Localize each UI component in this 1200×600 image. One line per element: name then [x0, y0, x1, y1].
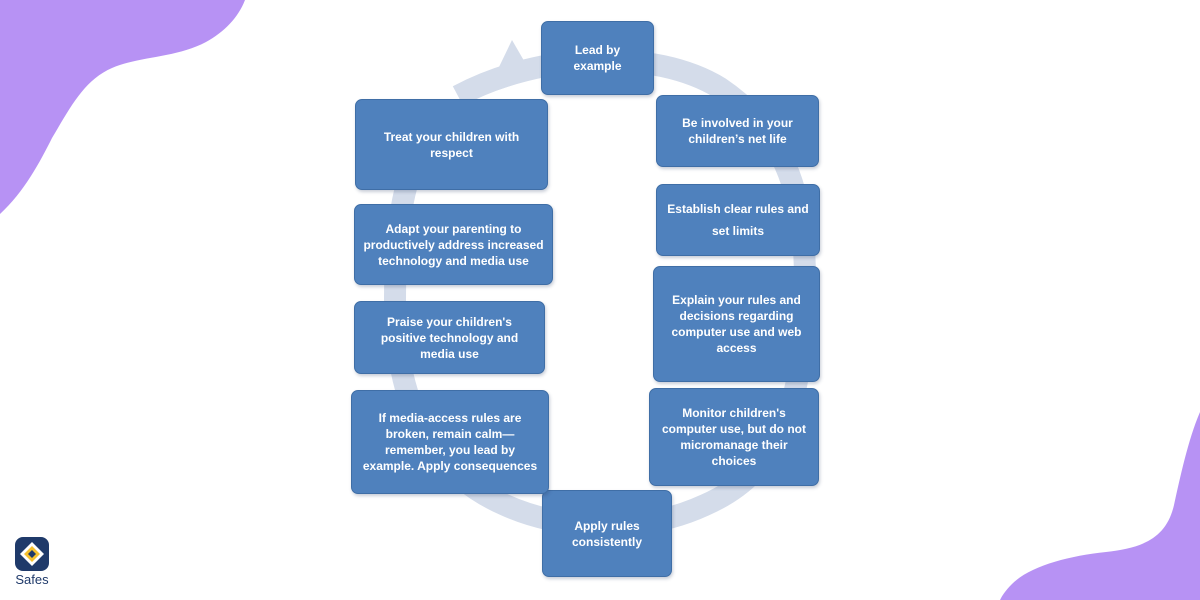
step-praise-children: Praise your children's positive technolo… — [354, 301, 545, 374]
step-establish-rules: Establish clear rules and set limits — [656, 184, 820, 256]
bottom-right-blob — [1000, 412, 1200, 600]
step-label: Monitor children's computer use, but do … — [662, 406, 806, 468]
brand-name: Safes — [15, 572, 49, 587]
step-explain-rules: Explain your rules and decisions regardi… — [653, 266, 820, 382]
top-left-blob — [0, 0, 245, 214]
step-label: Treat your children with respect — [383, 129, 520, 160]
safes-logo: Safes — [13, 537, 51, 587]
step-label: Adapt your parenting to productively add… — [363, 221, 544, 268]
step-label: Explain your rules and decisions regardi… — [671, 293, 802, 355]
step-label: Praise your children's positive technolo… — [380, 314, 519, 361]
step-monitor-use: Monitor children's computer use, but do … — [649, 388, 819, 486]
step-label: Establish clear rules and set limits — [667, 202, 809, 238]
step-label: Apply rules consistently — [571, 518, 643, 549]
step-label: If media-access rules are broken, remain… — [362, 411, 538, 473]
step-treat-with-respect: Treat your children with respect — [355, 99, 548, 190]
step-adapt-parenting: Adapt your parenting to productively add… — [354, 204, 553, 285]
safes-logo-icon — [15, 537, 49, 571]
step-apply-rules: Apply rules consistently — [542, 490, 672, 577]
step-remain-calm: If media-access rules are broken, remain… — [351, 390, 549, 494]
cycle-arrow-head — [486, 40, 534, 94]
step-label: Lead by example — [573, 43, 622, 73]
step-be-involved: Be involved in your children’s net life — [656, 95, 819, 167]
step-lead-by-example: Lead by example — [541, 21, 654, 95]
step-label: Be involved in your children’s net life — [682, 116, 793, 146]
